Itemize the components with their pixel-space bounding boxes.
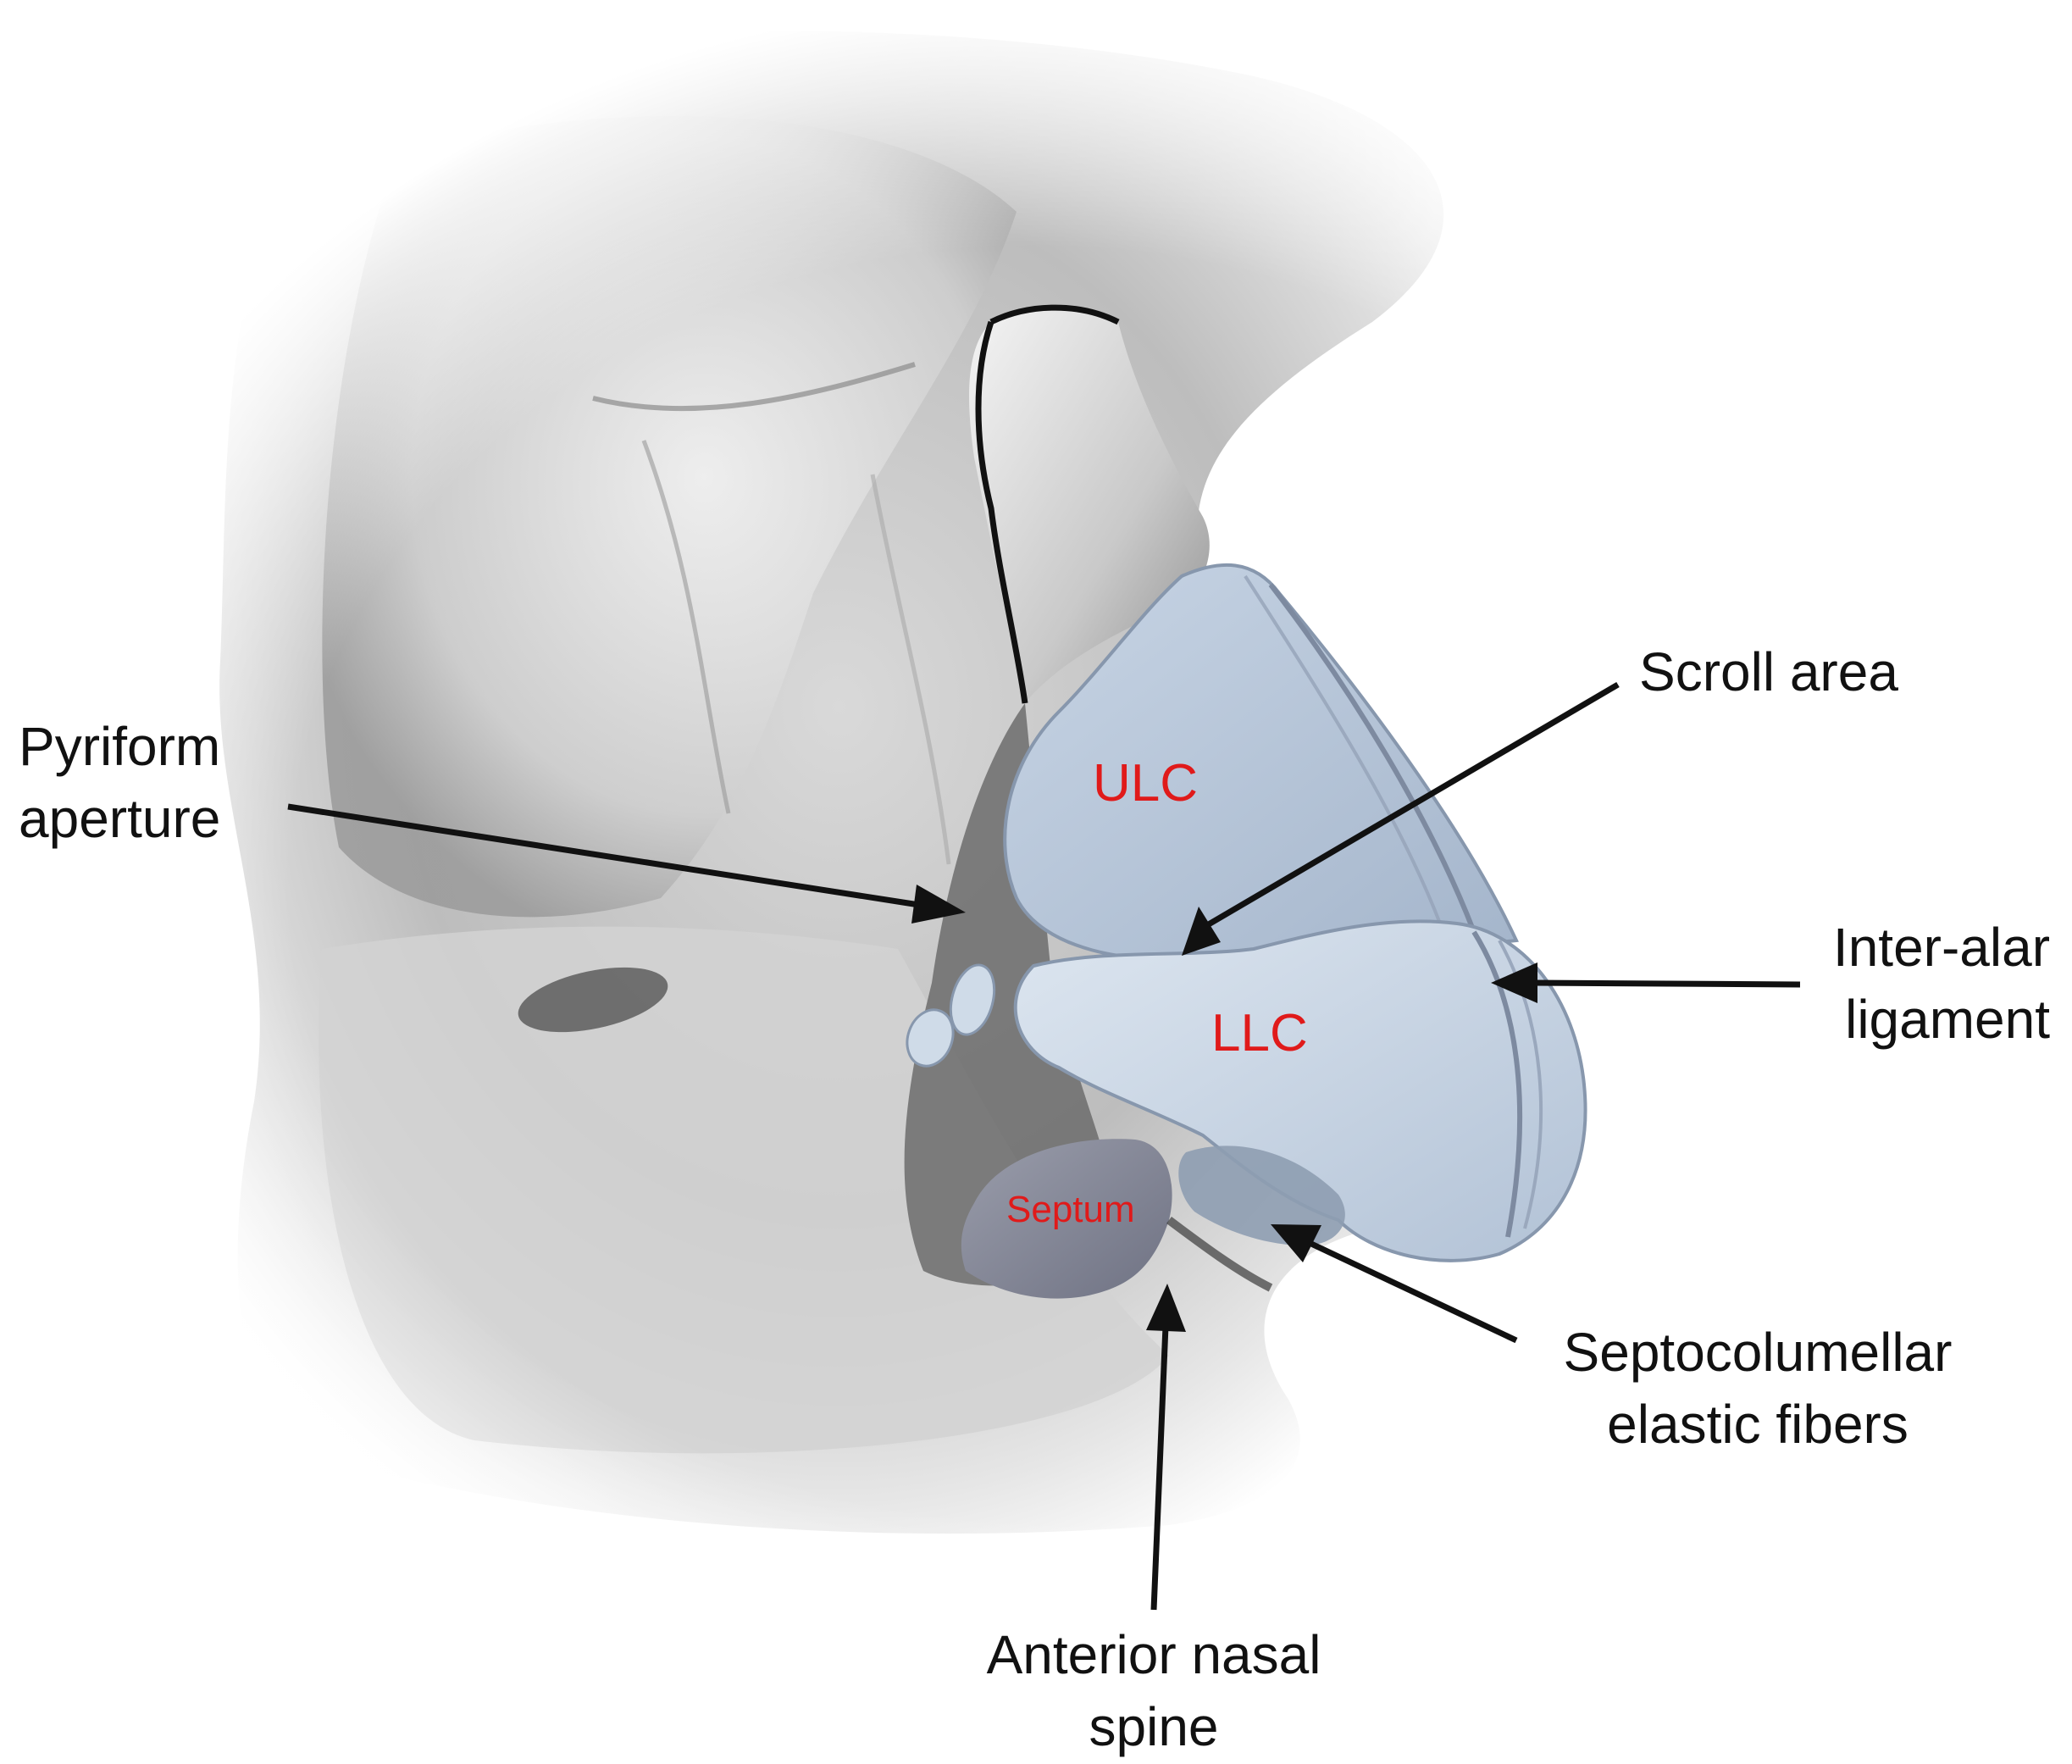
callout-interalar-ligament: Inter-alar ligament (1833, 917, 2050, 1050)
ans-label-line2: spine (1089, 1696, 1219, 1757)
callout-anterior-nasal-spine: Anterior nasal spine (987, 1624, 1321, 1757)
arrowhead-icon (1182, 907, 1221, 956)
pyriform-arrow-line (287, 803, 920, 908)
septocolumellar-label-line2: elastic fibers (1607, 1394, 1909, 1455)
scroll-arrow-line (1205, 681, 1620, 929)
ans-label-line1: Anterior nasal (987, 1624, 1321, 1685)
scroll-label: Scroll area (1639, 641, 1898, 702)
callout-septocolumellar-fibers: Septocolumellar elastic fibers (1564, 1322, 1953, 1455)
ulc-label: ULC (1093, 754, 1198, 813)
callout-scroll-area: Scroll area (1639, 641, 1898, 702)
pyriform-label-line2: aperture (19, 788, 220, 849)
septocolumellar-arrow-line (1310, 1240, 1518, 1344)
interalar-label-line1: Inter-alar (1833, 917, 2050, 978)
septocolumellar-label-line1: Septocolumellar (1564, 1322, 1953, 1383)
ans-arrow-line (1150, 1325, 1169, 1611)
arrowhead-icon (1271, 1224, 1321, 1262)
pyriform-label-line1: Pyriform (19, 716, 220, 777)
arrowhead-icon (1491, 962, 1537, 1003)
arrowhead-icon (911, 885, 966, 924)
arrowhead-icon (1146, 1284, 1186, 1332)
interalar-arrow-line (1532, 979, 1801, 988)
llc-label: LLC (1211, 1004, 1308, 1062)
arrows (287, 681, 1801, 1611)
callout-pyriform-aperture: Pyriform aperture (19, 716, 220, 849)
interalar-label-line2: ligament (1845, 989, 2050, 1050)
septum-label: Septum (1006, 1189, 1135, 1230)
